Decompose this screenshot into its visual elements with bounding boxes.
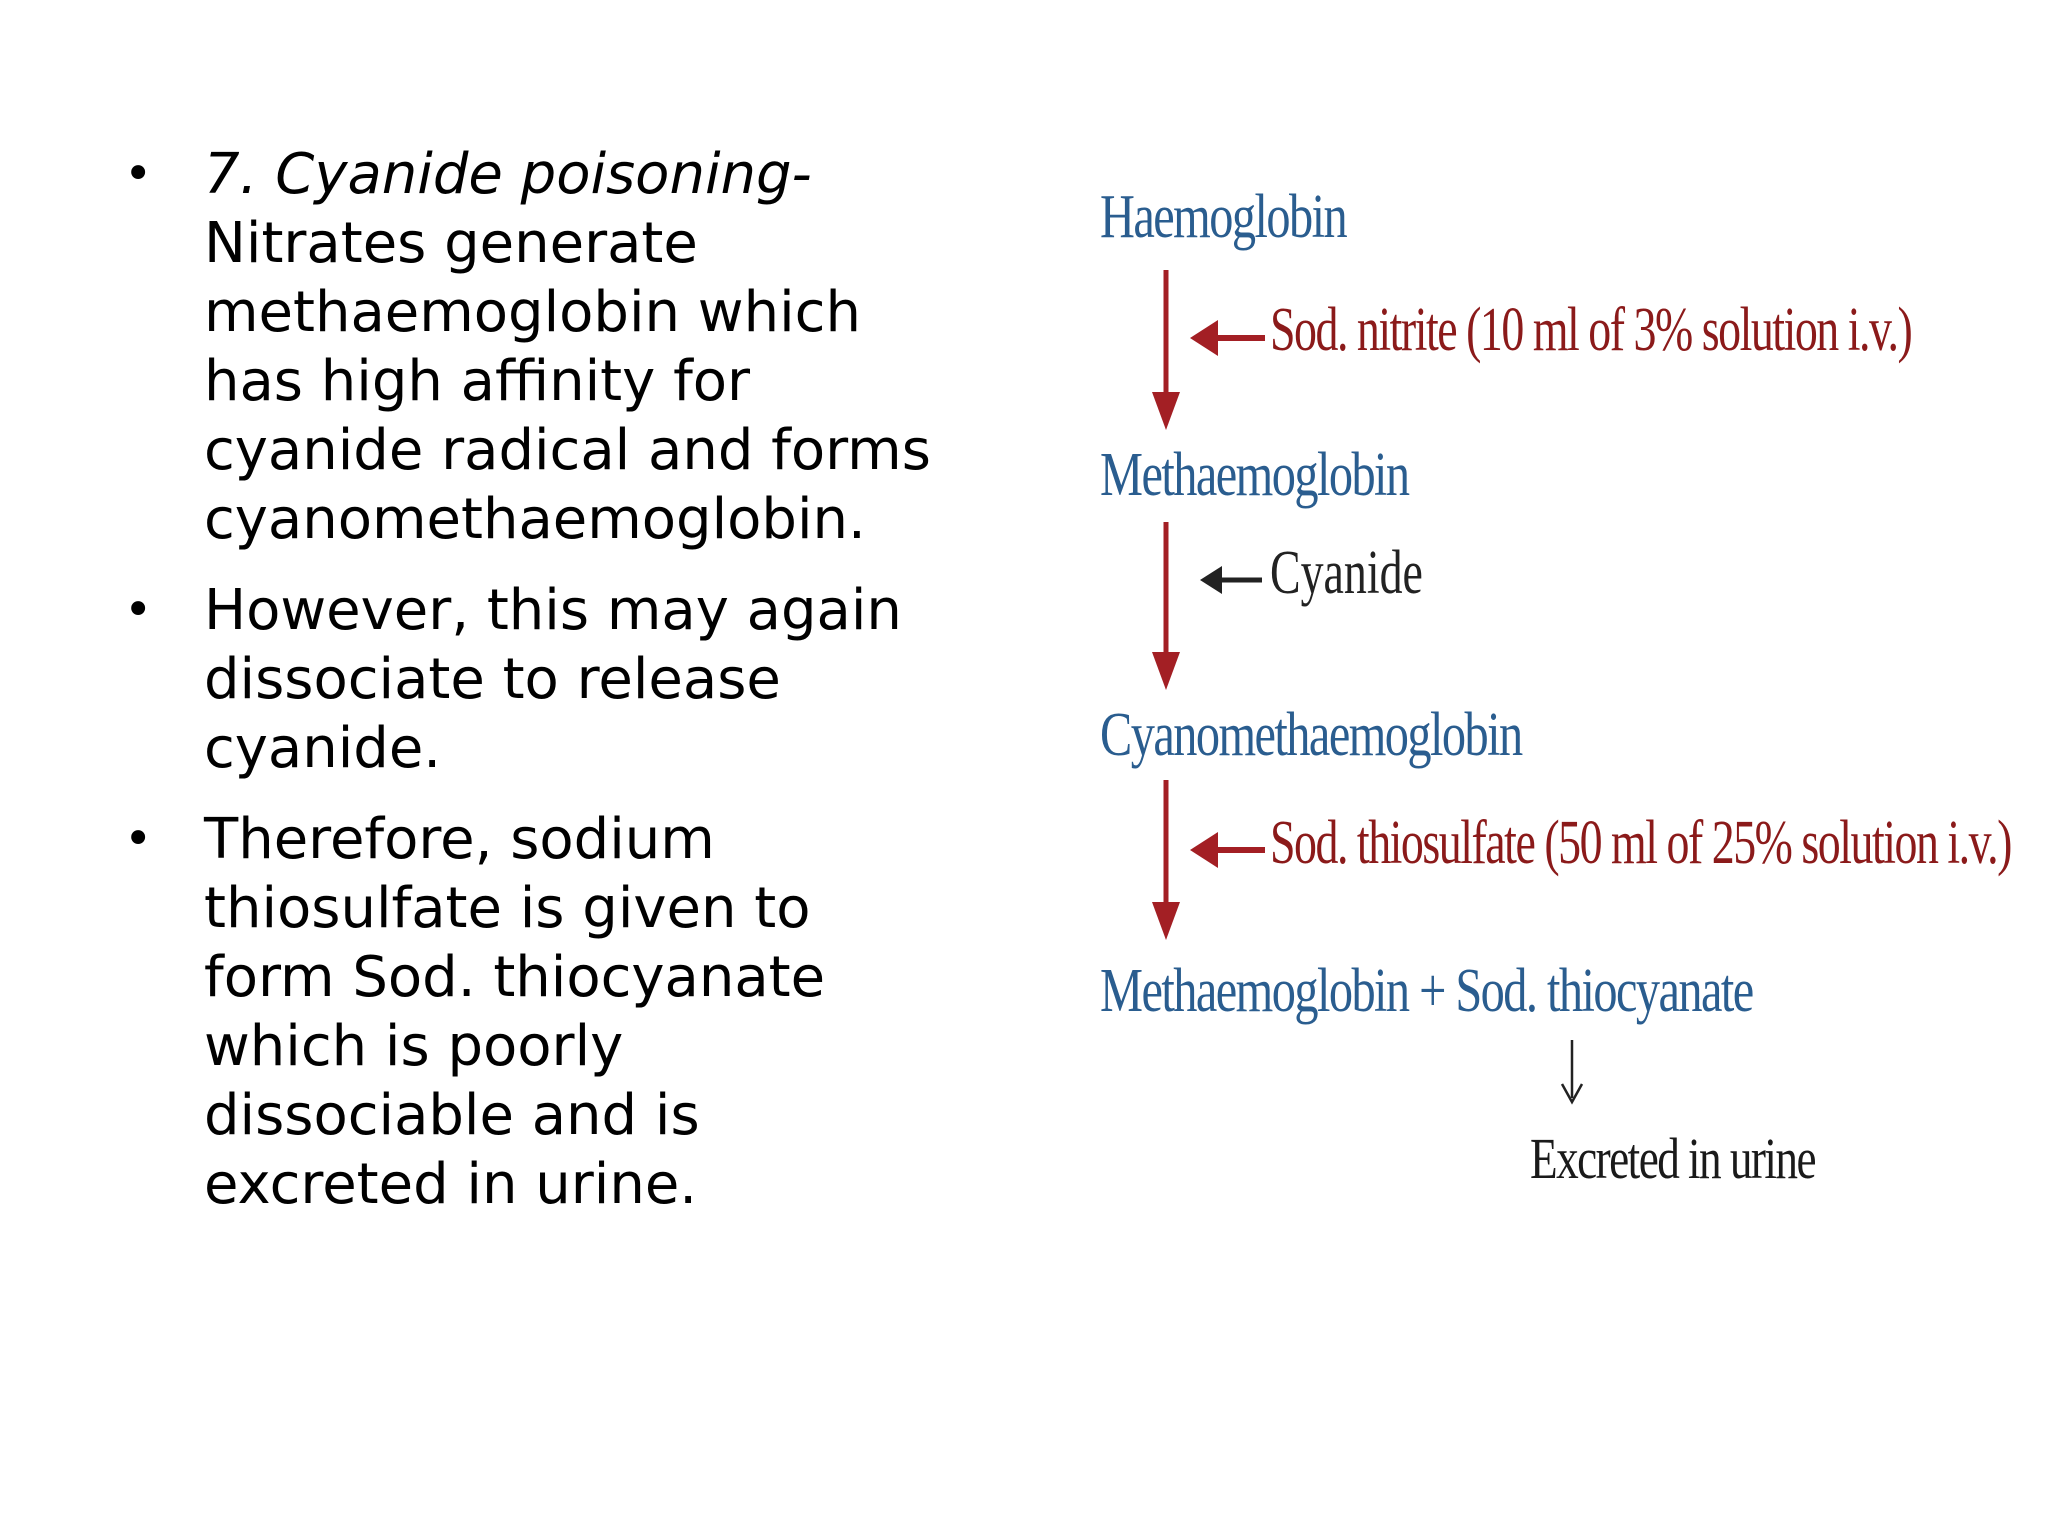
bullet-text: Nitrates generate methaemoglobin which h… <box>204 211 931 552</box>
reagent-cyanide: Cyanide <box>1270 539 1423 607</box>
bullet-dot: • <box>124 811 153 867</box>
diagram-arrows <box>1152 270 1584 1105</box>
bullet-item-dissociate: • However, this may again dissociate to … <box>118 576 938 783</box>
bullet-dot: • <box>124 582 153 638</box>
node-excreted-in-urine: Excreted in urine <box>1530 1126 1817 1191</box>
bullet-item-thiosulfate: • Therefore, sodium thiosulfate is given… <box>118 805 938 1219</box>
reagent-sodium-thiosulfate: Sod. thiosulfate (50 ml of 25% solution … <box>1270 809 2012 877</box>
bullet-list: • 7. Cyanide poisoning- Nitrates generat… <box>118 140 938 1241</box>
bullet-text: Therefore, sodium thiosulfate is given t… <box>204 807 826 1217</box>
bullet-dot: • <box>124 146 153 202</box>
down-arrow-2-head <box>1152 652 1180 690</box>
left-arrow-2-head <box>1200 566 1222 594</box>
node-methaemoglobin: Methaemoglobin <box>1100 441 1410 509</box>
left-arrow-3-head <box>1190 832 1218 868</box>
bullet-item-cyanide-poisoning: • 7. Cyanide poisoning- Nitrates generat… <box>118 140 938 554</box>
bullet-lead-italic: 7. Cyanide poisoning- <box>204 142 812 207</box>
node-haemoglobin: Haemoglobin <box>1100 183 1348 251</box>
bullet-text: However, this may again dissociate to re… <box>204 578 902 781</box>
down-arrow-4-head <box>1560 1083 1584 1105</box>
down-arrow-3-head <box>1152 902 1180 940</box>
left-arrow-1-head <box>1190 320 1218 356</box>
antidote-flow-diagram: Haemoglobin Sod. nitrite (10 ml of 3% so… <box>1070 160 2012 1240</box>
node-methaemoglobin-thiocyanate: Methaemoglobin + Sod. thiocyanate <box>1100 957 1754 1025</box>
reagent-sodium-nitrite: Sod. nitrite (10 ml of 3% solution i.v.) <box>1270 296 1913 364</box>
node-cyanomethaemoglobin: Cyanomethaemoglobin <box>1100 701 1523 769</box>
down-arrow-1-head <box>1152 392 1180 430</box>
